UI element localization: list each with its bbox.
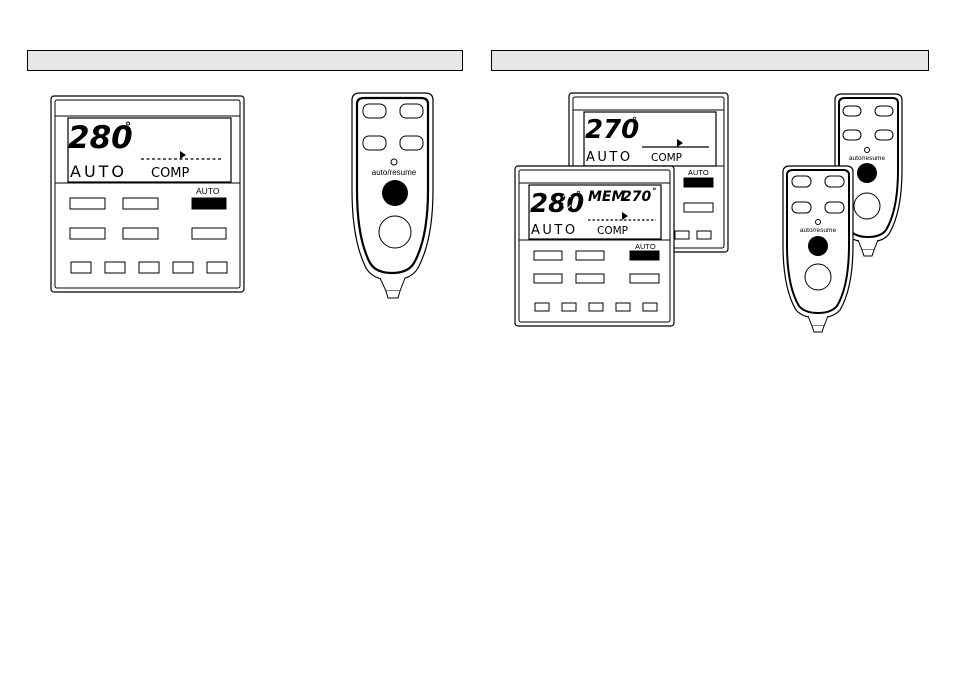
back-lcd-display: [583, 111, 717, 167]
back-auto-key-label: AUTO: [688, 168, 709, 177]
back-remote-key-1[interactable]: [842, 105, 862, 117]
front-auto-key[interactable]: [629, 250, 660, 261]
back-rudder-angle-indicator: [642, 139, 709, 148]
remote-status-led: [390, 158, 398, 166]
lcd-display: [67, 117, 232, 183]
key-row2-1[interactable]: [69, 227, 106, 240]
back-lcd-mode-label: AUTO: [586, 150, 633, 165]
control-unit-inner-frame: [54, 99, 241, 289]
remote-large-round-button[interactable]: [378, 215, 412, 249]
front-key-row3-1[interactable]: [534, 302, 550, 312]
front-key-row2-2[interactable]: [575, 273, 605, 284]
back-lcd-source-label: COMP: [651, 152, 682, 164]
front-lcd-memory-label: MEM: [588, 189, 625, 205]
front-lcd-mode-label: AUTO: [531, 223, 578, 238]
front-rudder-angle-indicator: [588, 212, 656, 221]
front-remote-key-2[interactable]: [824, 175, 845, 188]
back-auto-key[interactable]: [683, 177, 714, 188]
front-key-row1-2[interactable]: [575, 250, 605, 261]
back-remote-key-4[interactable]: [874, 129, 894, 141]
front-remote-key-4[interactable]: [824, 201, 845, 214]
front-key-row3-3[interactable]: [588, 302, 604, 312]
control-unit-front: 280 ° MEM 270 ° AUTO COMP AUTO: [514, 165, 675, 327]
front-key-row1-1[interactable]: [533, 250, 563, 261]
front-lcd-memory-degree: °: [652, 187, 657, 197]
left-section-header-bar: [27, 50, 463, 71]
back-remote-grommet: [861, 249, 875, 257]
front-lcd-up-down-arrow: [562, 192, 572, 210]
back-lcd-degree-symbol: °: [632, 116, 637, 127]
key-row3-3[interactable]: [138, 261, 160, 274]
lcd-heading-value: 280: [68, 120, 133, 156]
front-auto-key-label: AUTO: [635, 242, 656, 251]
back-remote-auto-resume-button[interactable]: [857, 163, 877, 183]
front-remote-key-1[interactable]: [791, 175, 812, 188]
back-key-row2[interactable]: [683, 202, 714, 213]
remote-key-1[interactable]: [362, 103, 387, 119]
front-remote-auto-resume-label: auto/resume: [800, 227, 837, 234]
lcd-mode-label: AUTO: [70, 162, 127, 181]
back-remote-led: [864, 147, 870, 153]
auto-key[interactable]: [191, 197, 227, 210]
remote-cable-grommet: [385, 290, 401, 299]
key-row3-4[interactable]: [172, 261, 194, 274]
back-remote-key-2[interactable]: [874, 105, 894, 117]
back-lcd-heading-value: 270: [585, 115, 639, 145]
key-row2-2[interactable]: [122, 227, 159, 240]
handheld-remote-front: auto/resume: [782, 165, 854, 333]
key-row3-5[interactable]: [206, 261, 228, 274]
front-lcd-degree-symbol: °: [576, 190, 581, 201]
lcd-degree-symbol: °: [125, 120, 131, 134]
remote-key-4[interactable]: [399, 135, 424, 151]
back-remote-large-button[interactable]: [853, 192, 881, 220]
front-lcd-memory-heading: 270: [622, 189, 651, 205]
back-remote-auto-resume-label: auto/resume: [849, 155, 886, 162]
back-remote-key-3[interactable]: [842, 129, 862, 141]
remote-key-3[interactable]: [362, 135, 387, 151]
remote-body-inner: [355, 96, 430, 275]
front-remote-key-3[interactable]: [791, 201, 812, 214]
front-lcd-heading-value: 280: [530, 189, 584, 219]
front-remote-grommet: [811, 325, 825, 333]
front-remote-led: [815, 219, 821, 225]
back-key-row3-1[interactable]: [674, 230, 690, 240]
front-lcd-source-label: COMP: [597, 225, 628, 237]
key-row3-2[interactable]: [104, 261, 126, 274]
key-row3-1[interactable]: [70, 261, 92, 274]
control-unit-main: 280 ° AUTO COMP AUTO: [50, 95, 245, 293]
front-key-row2-3[interactable]: [629, 273, 660, 284]
lcd-source-label: COMP: [151, 166, 190, 181]
front-key-row3-2[interactable]: [561, 302, 577, 312]
auto-key-label: AUTO: [196, 186, 220, 196]
remote-auto-resume-label: auto/resume: [372, 168, 417, 177]
front-key-row2-1[interactable]: [533, 273, 563, 284]
key-row1-2[interactable]: [122, 197, 159, 210]
front-remote-large-button[interactable]: [804, 263, 832, 291]
key-row1-1[interactable]: [69, 197, 106, 210]
remote-key-2[interactable]: [399, 103, 424, 119]
right-section-header-bar: [491, 50, 929, 71]
front-lcd-display: [528, 184, 662, 240]
rudder-angle-indicator: [141, 151, 222, 160]
front-key-row3-4[interactable]: [615, 302, 631, 312]
front-key-row3-5[interactable]: [642, 302, 658, 312]
handheld-remote-main: auto/resume: [351, 92, 434, 299]
back-key-row3-2[interactable]: [696, 230, 712, 240]
front-remote-auto-resume-button[interactable]: [808, 236, 828, 256]
key-row2-3[interactable]: [191, 227, 227, 240]
remote-auto-resume-button[interactable]: [382, 180, 408, 206]
